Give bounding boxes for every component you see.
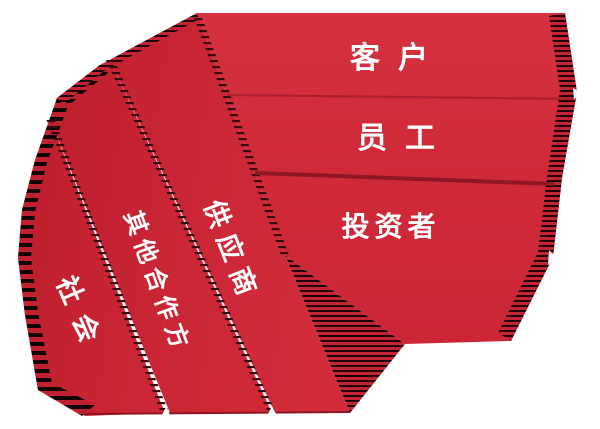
bottom-crease [84, 411, 351, 415]
fold-line-3 [46, 119, 169, 413]
fold-line-2 [106, 60, 276, 413]
page-edge-stripes-topleft [57, 13, 199, 105]
notch [267, 406, 277, 416]
page-edge-wedge [285, 255, 405, 413]
fold-line-1 [193, 15, 289, 255]
panel-society [18, 119, 165, 416]
notch [548, 250, 556, 265]
label-employees: 员工 [357, 121, 453, 156]
notch [573, 88, 580, 100]
separator-customers-employees [226, 93, 577, 101]
label-investors: 投资者 [341, 210, 440, 243]
panel-other-partners [50, 60, 272, 413]
panel-suppliers [110, 13, 350, 413]
notch [161, 407, 171, 417]
separator-employees-investors [254, 171, 555, 186]
label-customers: 客户 [350, 41, 446, 76]
page-edge-stripes-left [18, 65, 108, 416]
page-edge-stripes-right [498, 13, 577, 341]
